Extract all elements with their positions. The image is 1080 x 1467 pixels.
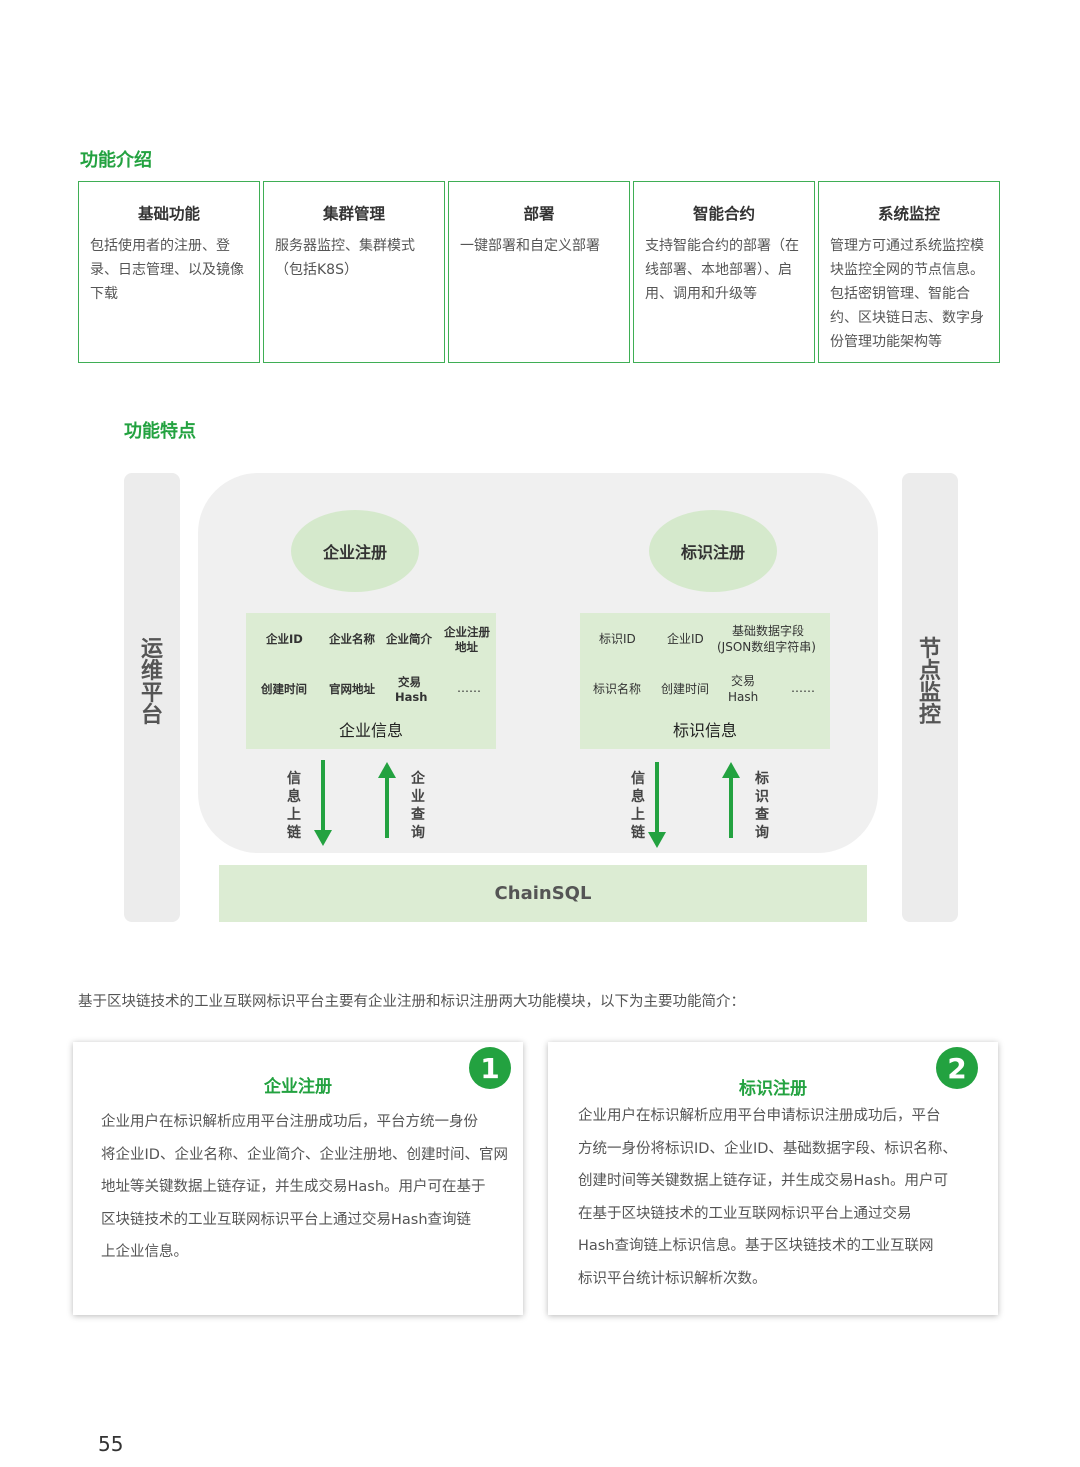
enterprise-query-label: 企 业 查 询 (409, 770, 427, 842)
field-cell: 基础数据字段 (732, 624, 805, 638)
label-char: 业 (411, 789, 425, 805)
field-cell: 官网地址 (329, 682, 375, 696)
identity-register-node: 标识注册 (649, 510, 777, 592)
field-cell: Hash (728, 690, 759, 704)
bar-char: 台 (140, 703, 163, 728)
function-box-basic: 基础功能 包括使用者的注册、登录、日志管理、以及镜像下载 (78, 181, 260, 363)
label-char: 查 (755, 807, 769, 823)
identity-register-card: 2 标识注册 企业用户在标识解析应用平台申请标识注册成功后，平台 方统一身份将标… (548, 1042, 998, 1315)
arrow-up-icon (722, 762, 740, 838)
card-body: 企业用户在标识解析应用平台申请标识注册成功后，平台 方统一身份将标识ID、企业I… (578, 1100, 957, 1295)
identity-info-box: 标识ID 企业ID 基础数据字段 (JSON数组字符串) 标识名称 创建时间 交… (580, 613, 830, 749)
card-line: Hash查询链上标识信息。基于区块链技术的工业互联网 (578, 1238, 934, 1254)
field-cell: 企业简介 (386, 632, 432, 646)
card-line: 地址等关键数据上链存证，并生成交易Hash。用户可在基于 (101, 1179, 486, 1195)
label-char: 询 (411, 825, 425, 841)
card-line: 创建时间等关键数据上链存证，并生成交易Hash。用户可 (578, 1173, 949, 1189)
card-line: 标识平台统计标识解析次数。 (578, 1270, 767, 1287)
field-cell: 交易 (731, 674, 756, 688)
bar-char: 点 (918, 659, 941, 684)
enterprise-register-node: 企业注册 (291, 510, 419, 592)
number-badge: 2 (936, 1047, 978, 1089)
label-char: 信 (287, 771, 301, 787)
enterprise-register-card: 1 企业注册 企业用户在标识解析应用平台注册成功后，平台方统一身份 将企业ID、… (73, 1042, 523, 1315)
function-title: 系统监控 (877, 205, 940, 223)
label-char: 上 (287, 807, 301, 823)
function-title: 基础功能 (137, 205, 200, 223)
summary-text: 基于区块链技术的工业互联网标识平台主要有企业注册和标识注册两大功能模块，以下为主… (78, 994, 745, 1010)
identity-info-title: 标识信息 (672, 721, 737, 740)
field-cell: 标识ID (599, 632, 636, 646)
arrow-down-icon (648, 762, 666, 848)
label-char: 息 (631, 789, 645, 805)
function-desc: 包括使用者的注册、登录、日志管理、以及镜像下载 (90, 238, 244, 302)
function-box-contract: 智能合约 支持智能合约的部署（在线部署、本地部署）、启用、调用和升级等 (633, 181, 815, 363)
label-char: 链 (287, 825, 301, 841)
function-title: 集群管理 (322, 205, 385, 223)
function-title: 智能合约 (692, 205, 755, 223)
intro-section-title: 功能介绍 (80, 150, 152, 171)
field-cell: 企业ID (266, 632, 303, 646)
function-box-monitor: 系统监控 管理方可通过系统监控模块监控全网的节点信息。包括密钥管理、智能合约、区… (818, 181, 1000, 363)
function-title: 部署 (523, 205, 555, 223)
field-cell: 标识名称 (593, 682, 642, 696)
card-title: 企业注册 (264, 1077, 332, 1097)
field-cell: Hash (395, 690, 428, 704)
field-cell: …… (457, 681, 481, 695)
label-char: 标 (755, 771, 769, 787)
bar-char: 维 (140, 659, 163, 684)
bar-char: 监 (918, 681, 941, 706)
field-cell: 交易 (398, 675, 421, 689)
label-char: 息 (287, 789, 301, 805)
field-cell: 企业名称 (329, 632, 375, 646)
identity-upchain-label: 信 息 上 链 (629, 770, 647, 842)
label-char: 企 (411, 771, 425, 787)
card-title: 标识注册 (739, 1079, 807, 1099)
label-char: 询 (755, 825, 769, 841)
field-cell: 创建时间 (661, 682, 710, 696)
page-number: 55 (98, 1432, 124, 1456)
card-line: 方统一身份将标识ID、企业ID、基础数据字段、标识名称、 (578, 1140, 957, 1157)
field-cell: (JSON数组字符串) (717, 640, 816, 654)
field-cell: 企业注册 (444, 625, 490, 639)
card-line: 将企业ID、企业名称、企业简介、企业注册地、创建时间、官网 (101, 1146, 508, 1163)
card-line: 区块链技术的工业互联网标识平台上通过交易Hash查询链 (101, 1211, 472, 1228)
enterprise-info-title: 企业信息 (338, 721, 403, 740)
function-desc: 一键部署和自定义部署 (460, 238, 600, 254)
bar-char: 节 (918, 637, 941, 662)
function-desc: 支持智能合约的部署（在线部署、本地部署）、启用、调用和升级等 (645, 238, 799, 302)
identity-query-label: 标 识 查 询 (753, 770, 771, 842)
label-char: 上 (631, 807, 645, 823)
card-body: 企业用户在标识解析应用平台注册成功后，平台方统一身份 将企业ID、企业名称、企业… (101, 1106, 508, 1269)
label-char: 查 (411, 807, 425, 823)
field-cell: 创建时间 (261, 682, 307, 696)
arrow-up-icon (378, 762, 396, 838)
label-char: 信 (631, 771, 645, 787)
bar-char: 运 (140, 637, 163, 662)
field-cell: …… (791, 681, 815, 695)
bar-char: 控 (918, 703, 941, 728)
field-cell: 地址 (455, 640, 478, 654)
arrow-down-icon (314, 760, 332, 846)
chainsql-bar: ChainSQL (219, 865, 867, 922)
number-badge: 1 (469, 1047, 511, 1089)
field-cell: 企业ID (667, 632, 704, 646)
label-char: 识 (755, 789, 769, 805)
ops-platform-bar: 运 维 平 台 (124, 473, 180, 922)
function-desc: 管理方可通过系统监控模块监控全网的节点信息。包括密钥管理、智能合约、区块链日志、… (830, 238, 984, 350)
function-desc: 服务器监控、集群模式（包括K8S） (275, 238, 415, 278)
bar-char: 平 (140, 681, 163, 706)
card-line: 企业用户在标识解析应用平台注册成功后，平台方统一身份 (101, 1114, 478, 1130)
node-monitor-bar: 节 点 监 控 (902, 473, 958, 922)
card-line: 上企业信息。 (101, 1244, 188, 1260)
enterprise-upchain-label: 信 息 上 链 (285, 770, 303, 842)
card-line: 企业用户在标识解析应用平台申请标识注册成功后，平台 (578, 1108, 941, 1124)
label-char: 链 (631, 825, 645, 841)
features-section-title: 功能特点 (124, 421, 196, 442)
function-box-deploy: 部署 一键部署和自定义部署 (448, 181, 630, 363)
function-box-cluster: 集群管理 服务器监控、集群模式（包括K8S） (263, 181, 445, 363)
card-line: 在基于区块链技术的工业互联网标识平台上通过交易 (578, 1205, 912, 1222)
enterprise-info-box: 企业ID 企业名称 企业简介 企业注册 地址 创建时间 官网地址 交易 Hash… (246, 613, 496, 749)
